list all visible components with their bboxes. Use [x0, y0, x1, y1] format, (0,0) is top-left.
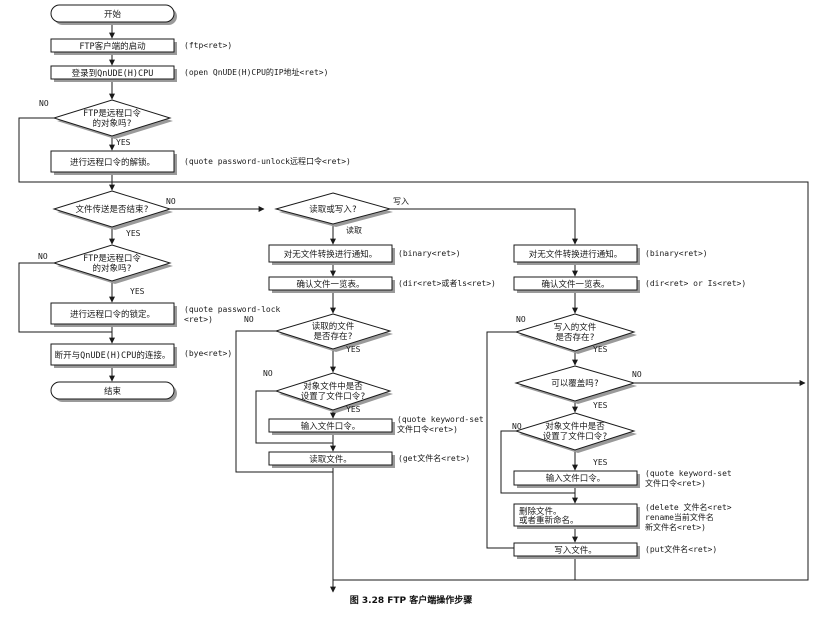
yes-label: YES — [593, 458, 608, 467]
cmd-login: (open QnUDE(H)CPU的IP地址<ret>) — [184, 67, 328, 77]
svg-text:是否存在?: 是否存在? — [313, 331, 352, 342]
end-terminal: 结束 — [50, 381, 177, 402]
cmd-read-file: (get文件名<ret>) — [398, 453, 470, 463]
svg-text:是否存在?: 是否存在? — [555, 332, 594, 343]
svg-text:的对象吗?: 的对象吗? — [92, 263, 131, 274]
svg-text:输入文件口令。: 输入文件口令。 — [546, 473, 606, 484]
svg-text:文件传送是否结束?: 文件传送是否结束? — [75, 204, 148, 215]
decision-write-exists: 写入的文件 是否存在? — [514, 313, 637, 354]
svg-text:对象文件中是否: 对象文件中是否 — [303, 381, 363, 392]
decision-read-exists: 读取的文件 是否存在? — [274, 313, 393, 352]
svg-text:或者重新命名。: 或者重新命名。 — [519, 515, 579, 526]
cmd-read-list: (dir<ret>或者ls<ret>) — [398, 278, 496, 288]
cmd-unlock: (quote password-unlock远程口令<ret>) — [184, 156, 351, 166]
no-label: NO — [166, 197, 176, 206]
svg-text:读取的文件: 读取的文件 — [312, 321, 355, 332]
connectors — [18, 24, 809, 593]
no-label: NO — [632, 370, 642, 379]
svg-text:设置了文件口令?: 设置了文件口令? — [301, 391, 366, 402]
decision-read-or-write: 读取或写入? — [274, 192, 393, 227]
no-label: NO — [512, 422, 522, 431]
cmd-lock: <ret>) — [184, 315, 213, 324]
svg-text:设置了文件口令?: 设置了文件口令? — [543, 431, 608, 442]
svg-text:对无文件转换进行通知。: 对无文件转换进行通知。 — [529, 249, 623, 260]
step-read-binary: 对无文件转换进行通知。 — [268, 244, 395, 265]
decision-write-password-set: 对象文件中是否 设置了文件口令? — [514, 412, 637, 453]
step-read-list: 确认文件一览表。 — [268, 276, 395, 293]
command-notes: (ftp<ret>) (open QnUDE(H)CPU的IP地址<ret>) … — [184, 41, 746, 554]
decision-overwrite: 可以覆盖吗? — [514, 365, 637, 404]
cmd-delete-rename: 新文件名<ret>) — [645, 522, 706, 532]
svg-text:断开与QnUDE(H)CPU的连接。: 断开与QnUDE(H)CPU的连接。 — [55, 350, 171, 361]
step-unlock: 进行远程口令的解锁。 — [50, 150, 177, 175]
write-branch-label: 写入 — [393, 197, 409, 206]
step-write-list: 确认文件一览表。 — [513, 276, 640, 293]
step-read-file: 读取文件。 — [268, 451, 395, 468]
svg-text:写入的文件: 写入的文件 — [554, 322, 597, 333]
cmd-write-binary: (binary<ret>) — [645, 249, 708, 258]
step-write-file: 写入文件。 — [513, 542, 640, 559]
svg-text:FTP客户端的启动: FTP客户端的启动 — [79, 41, 146, 52]
svg-text:可以覆盖吗?: 可以覆盖吗? — [551, 378, 599, 389]
svg-text:删除文件。: 删除文件。 — [519, 506, 562, 517]
no-label: NO — [263, 369, 273, 378]
cmd-ftp-start: (ftp<ret>) — [184, 41, 232, 50]
step-write-input-password: 输入文件口令。 — [513, 470, 640, 488]
svg-text:输入文件口令。: 输入文件口令。 — [301, 421, 361, 432]
yes-label: YES — [130, 287, 145, 296]
decision-read-password-set: 对象文件中是否 设置了文件口令? — [274, 372, 393, 413]
no-label: NO — [516, 315, 526, 324]
svg-text:进行远程口令的锁定。: 进行远程口令的锁定。 — [70, 309, 155, 320]
cmd-write-input-password: (quote keyword-set — [645, 469, 732, 478]
svg-text:读取或写入?: 读取或写入? — [309, 204, 357, 215]
end-label: 结束 — [104, 386, 122, 397]
step-read-input-password: 输入文件口令。 — [268, 418, 395, 435]
figure-caption: 图 3.28 FTP 客户端操作步骤 — [350, 594, 473, 606]
decision-remote-target-1: FTP是远程口令 的对象吗? — [52, 99, 173, 139]
read-branch-label: 读取 — [346, 225, 362, 235]
svg-text:读取文件。: 读取文件。 — [309, 454, 352, 465]
decision-transfer-done: 文件传送是否结束? — [52, 190, 173, 230]
cmd-delete-rename: (delete 文件名<ret> — [645, 502, 732, 512]
svg-text:FTP是远程口令: FTP是远程口令 — [83, 108, 141, 119]
step-lock: 进行远程口令的锁定。 — [50, 302, 177, 327]
svg-text:进行远程口令的解锁。: 进行远程口令的解锁。 — [70, 157, 155, 168]
decision-remote-target-2: FTP是远程口令 的对象吗? — [52, 244, 173, 284]
yes-label: YES — [346, 345, 361, 354]
cmd-write-file: (put文件名<ret>) — [645, 544, 717, 554]
step-login: 登录到QnUDE(H)CPU — [50, 65, 177, 82]
yes-label: YES — [593, 401, 608, 410]
cmd-write-input-password: 文件口令<ret>) — [645, 478, 706, 488]
svg-text:确认文件一览表。: 确认文件一览表。 — [541, 279, 609, 290]
svg-text:的对象吗?: 的对象吗? — [92, 118, 131, 129]
svg-text:对无文件转换进行通知。: 对无文件转换进行通知。 — [284, 249, 378, 260]
svg-text:登录到QnUDE(H)CPU: 登录到QnUDE(H)CPU — [72, 68, 154, 79]
cmd-disconnect: (bye<ret>) — [184, 349, 232, 358]
yes-label: YES — [126, 229, 141, 238]
no-label: NO — [39, 99, 49, 108]
yes-label: YES — [116, 138, 131, 147]
step-delete-rename: 删除文件。 或者重新命名。 — [513, 503, 640, 529]
cmd-lock: (quote password-lock — [184, 305, 281, 314]
start-label: 开始 — [104, 9, 122, 20]
step-write-binary: 对无文件转换进行通知。 — [513, 244, 640, 265]
svg-text:确认文件一览表。: 确认文件一览表。 — [296, 279, 364, 290]
svg-text:对象文件中是否: 对象文件中是否 — [545, 421, 605, 432]
cmd-read-input-password: (quote keyword-set — [397, 415, 484, 424]
yes-label: YES — [593, 345, 608, 354]
step-disconnect: 断开与QnUDE(H)CPU的连接。 — [50, 343, 177, 368]
no-label: NO — [244, 315, 254, 324]
step-ftp-start: FTP客户端的启动 — [50, 38, 177, 55]
cmd-write-list: (dir<ret> or Is<ret>) — [645, 279, 746, 288]
cmd-read-input-password: 文件口令<ret>) — [397, 424, 458, 434]
svg-text:写入文件。: 写入文件。 — [554, 545, 597, 556]
no-label: NO — [38, 252, 48, 261]
start-terminal: 开始 — [50, 4, 177, 25]
branch-labels: NO YES NO YES NO YES 写入 读取 NO YES NO YES… — [38, 99, 642, 467]
cmd-delete-rename: rename当前文件名 — [645, 512, 714, 522]
cmd-read-binary: (binary<ret>) — [398, 249, 461, 258]
yes-label: YES — [346, 405, 361, 414]
svg-text:FTP是远程口令: FTP是远程口令 — [83, 253, 141, 264]
